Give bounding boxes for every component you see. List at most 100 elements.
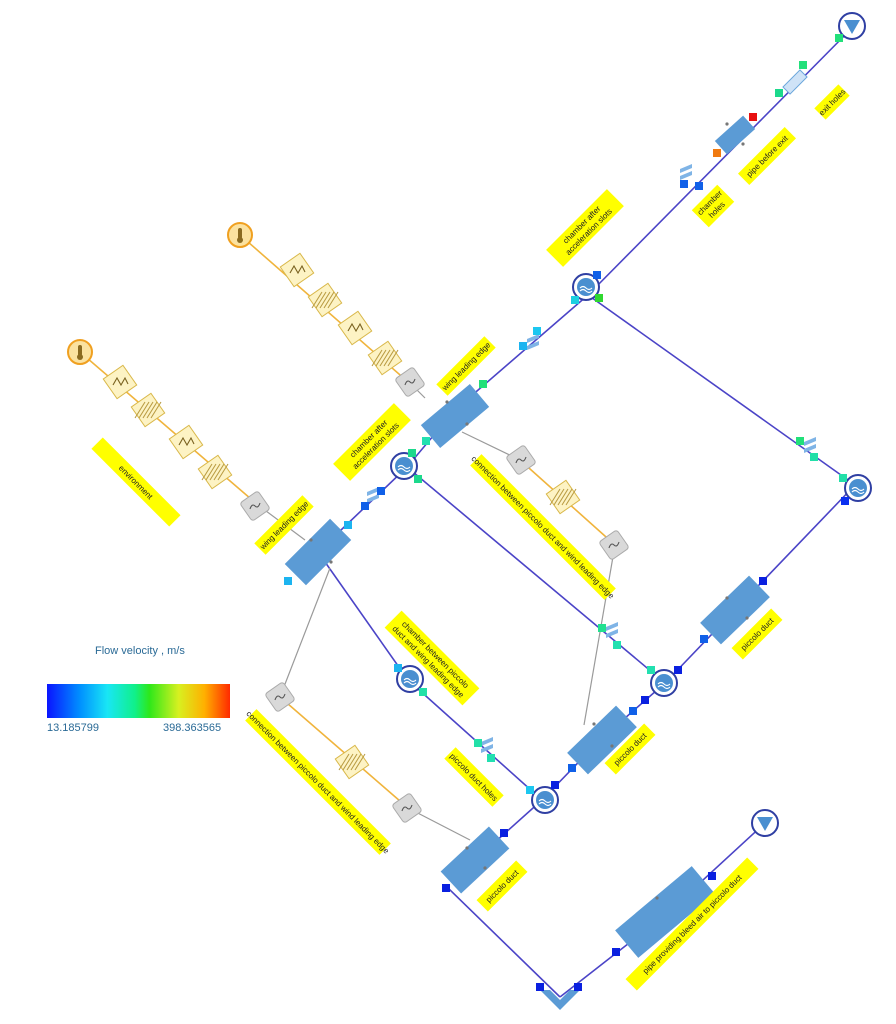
convection-block[interactable] <box>395 367 426 398</box>
thermal-resistance-block[interactable] <box>545 479 581 515</box>
chamber-after-slots-left[interactable] <box>390 452 418 480</box>
label-text: connection between piccolo duct and wind… <box>469 454 616 601</box>
thermal-link <box>583 544 616 726</box>
wave-icon <box>579 285 593 294</box>
thermal-block-body <box>102 364 138 400</box>
thermal-resistance-block[interactable] <box>130 392 166 428</box>
label-text: environment <box>117 464 155 502</box>
label-background <box>625 857 759 991</box>
chamber-fill <box>536 791 554 809</box>
chamber-fill <box>655 674 673 692</box>
hatch-line <box>371 349 383 367</box>
hatch-line <box>561 488 573 506</box>
triangle-icon <box>844 20 860 34</box>
wave-icon <box>404 378 416 386</box>
thermometer-top[interactable] <box>227 222 253 248</box>
hatch-line <box>217 463 229 481</box>
port-square <box>394 664 402 672</box>
chamber-mid-right[interactable] <box>650 669 678 697</box>
hatch-line <box>354 753 366 771</box>
chamber-right[interactable] <box>844 474 872 502</box>
thermal-resistance-block[interactable] <box>367 340 403 376</box>
label-background <box>470 454 616 600</box>
orifice-bar <box>606 622 618 631</box>
exit-holes-node[interactable] <box>838 12 866 40</box>
port-square <box>695 182 703 190</box>
orifice-bar <box>527 334 539 343</box>
hatch-line <box>201 463 213 481</box>
chamber-between[interactable] <box>396 665 424 693</box>
heat-source-block[interactable] <box>279 252 315 288</box>
port-square <box>629 707 637 715</box>
convection-block[interactable] <box>240 491 271 522</box>
hatch-line <box>338 753 350 771</box>
label-background <box>738 127 796 185</box>
port-square <box>680 180 688 188</box>
label-background <box>731 608 783 660</box>
exit-valve[interactable] <box>782 69 808 95</box>
thermal-block-body <box>337 310 373 346</box>
thermometer-bulb <box>237 237 243 243</box>
chamber-bottom[interactable] <box>531 786 559 814</box>
piccolo-duct-block-right[interactable] <box>700 575 770 645</box>
convection-block[interactable] <box>392 793 423 824</box>
label-text: connection between piccolo duct and wind… <box>244 709 391 856</box>
wing-leading-edge-block-top[interactable] <box>420 383 490 449</box>
chamber-fill <box>401 670 419 688</box>
hatch-line <box>342 753 354 771</box>
orifice-icon[interactable] <box>367 487 379 503</box>
connector-dot <box>725 122 729 126</box>
thermal-resistance-block[interactable] <box>197 454 233 490</box>
pipe-providing-block[interactable] <box>615 866 715 958</box>
hatch-line <box>209 463 221 481</box>
connector-dot <box>309 538 313 542</box>
hatch-line <box>387 349 399 367</box>
port-square <box>422 437 430 445</box>
port-square <box>700 635 708 643</box>
port-square <box>810 453 818 461</box>
heat-source-block[interactable] <box>337 310 373 346</box>
wing-leading-edge-block-left[interactable] <box>284 518 352 586</box>
hatch-line <box>375 349 387 367</box>
orifice-icon[interactable] <box>606 622 618 638</box>
convection-block[interactable] <box>599 530 630 561</box>
wave-icon <box>249 502 261 510</box>
port-square <box>839 474 847 482</box>
convection-block[interactable] <box>506 445 537 476</box>
port-square <box>613 641 621 649</box>
thermal-resistance-block[interactable] <box>307 282 343 318</box>
orifice-icon[interactable] <box>804 437 816 453</box>
thermal-block-body <box>168 424 204 460</box>
thermal-resistance-block[interactable] <box>334 744 370 780</box>
port-square <box>775 89 783 97</box>
pipe-line <box>454 294 589 411</box>
hatch-line <box>150 401 162 419</box>
port-square <box>414 475 422 483</box>
heat-source-block[interactable] <box>168 424 204 460</box>
pipe-before-exit-block[interactable] <box>714 115 756 155</box>
connector-dot <box>725 596 729 600</box>
port-square <box>487 754 495 762</box>
piccolo-duct-block-bottom[interactable] <box>440 826 510 894</box>
wave-icon <box>397 464 411 473</box>
chamber-after-slots-top[interactable] <box>572 273 600 301</box>
orifice-icon[interactable] <box>481 737 493 753</box>
bottom-junction[interactable] <box>540 990 580 1010</box>
convection-block[interactable] <box>265 682 296 713</box>
heat-source-block[interactable] <box>102 364 138 400</box>
legend-min-value: 13.185799 <box>47 722 99 734</box>
bleed-inlet-node[interactable] <box>751 809 779 837</box>
orifice-icon[interactable] <box>680 164 692 180</box>
port-square <box>593 271 601 279</box>
hatch-line <box>549 488 561 506</box>
connector-dot <box>465 422 469 426</box>
orifice-icon[interactable] <box>527 334 539 350</box>
zigzag-icon <box>289 264 306 275</box>
hatch-line <box>311 291 323 309</box>
thermometer-left[interactable] <box>67 339 93 365</box>
legend-color-bar <box>47 684 230 718</box>
piccolo-duct-block-mid[interactable] <box>567 705 637 775</box>
connector-dot <box>745 616 749 620</box>
